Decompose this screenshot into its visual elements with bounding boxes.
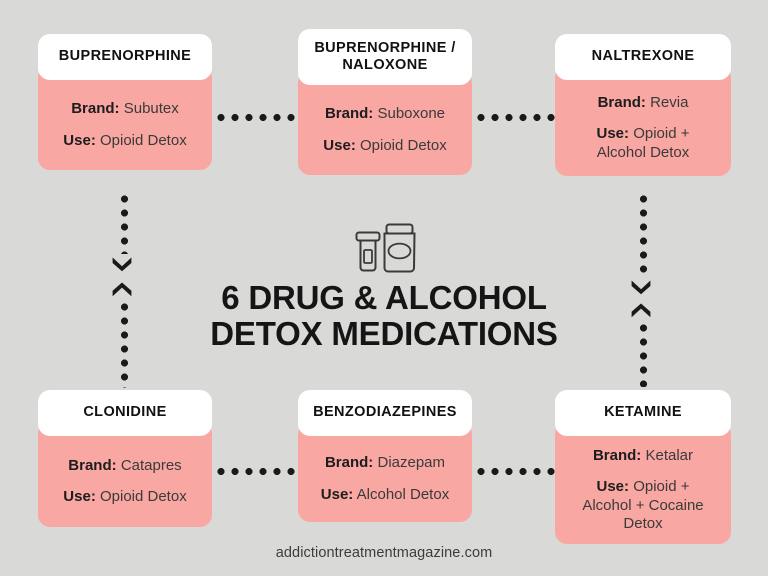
- brand-label: Brand:: [68, 456, 117, 474]
- brand-value: Subutex: [123, 100, 179, 118]
- brand-line: Brand: Revia: [598, 94, 689, 112]
- use-label: Use:: [596, 125, 630, 143]
- use-line: Use: Opioid Detox: [323, 137, 446, 155]
- footer-website: addictiontreatmentmagazine.com: [275, 545, 493, 561]
- use-line: Use: Alcohol Detox: [321, 486, 449, 504]
- use-line: Use: Opioid + Alcohol Detox: [597, 125, 690, 162]
- brand-label: Brand:: [324, 454, 374, 472]
- card-body-benzodiazepines: Brand: Diazepam Use: Alcohol Detox: [298, 422, 472, 522]
- brand-value: Revia: [650, 94, 689, 112]
- connector-bottom-middle-to-right: [474, 468, 555, 475]
- connector-top-middle-to-right: [474, 114, 555, 121]
- card-benzodiazepines: BENZODIAZEPINES Brand: Diazepam Use: Alc…: [298, 390, 472, 522]
- card-body-naltrexone: Brand: Revia Use: Opioid + Alcohol Detox: [555, 66, 731, 176]
- use-line: Use: Opioid Detox: [63, 488, 186, 506]
- use-label: Use:: [320, 485, 354, 503]
- connector-bottom-left-to-middle: [214, 468, 298, 475]
- brand-line: Brand: Ketalar: [593, 447, 693, 465]
- card-ketamine: KETAMINE Brand: Ketalar Use: Opioid + Al…: [555, 390, 731, 544]
- card-title-buprenorphine: BUPRENORPHINE: [38, 34, 212, 80]
- use-label: Use:: [596, 478, 630, 496]
- page-title: 6 DRUG & ALCOHOL DETOX MEDICATIONS: [210, 279, 558, 352]
- use-label: Use:: [63, 131, 96, 149]
- card-title-clonidine: CLONIDINE: [38, 390, 212, 436]
- brand-value: Suboxone: [377, 105, 446, 123]
- use-value: Opioid Detox: [99, 488, 187, 505]
- connector-left-column-upper-dots: [121, 192, 128, 254]
- connector-top-left-to-middle: [214, 114, 298, 121]
- card-body-clonidine: Brand: Catapres Use: Opioid Detox: [38, 422, 212, 527]
- use-label: Use:: [63, 488, 96, 505]
- use-label: Use:: [323, 136, 356, 154]
- brand-value: Diazepam: [377, 454, 446, 472]
- brand-value: Ketalar: [645, 446, 694, 464]
- card-buprenorphine-naloxone: BUPRENORPHINE / NALOXONE Brand: Suboxone…: [298, 29, 472, 175]
- brand-line: Brand: Catapres: [68, 457, 181, 475]
- card-naltrexone: NALTREXONE Brand: Revia Use: Opioid + Al…: [555, 34, 731, 176]
- connector-right-column-lower-dots: [640, 321, 647, 387]
- center-block: 6 DRUG & ALCOHOL DETOX MEDICATIONS: [0, 222, 768, 351]
- brand-line: Brand: Diazepam: [325, 454, 445, 472]
- connector-right-column-upper-dots: [640, 192, 647, 278]
- brand-label: Brand:: [324, 105, 374, 123]
- use-line: Use: Opioid + Alcohol + Cocaine Detox: [582, 478, 703, 533]
- brand-label: Brand:: [592, 446, 642, 464]
- use-value: Alcohol Detox: [356, 485, 450, 503]
- connector-left-column-lower-dots: [121, 300, 128, 388]
- card-title-ketamine: KETAMINE: [555, 390, 731, 436]
- medicine-vials-icon: [0, 222, 768, 278]
- card-buprenorphine: BUPRENORPHINE Brand: Subutex Use: Opioid…: [38, 34, 212, 170]
- brand-line: Brand: Subutex: [71, 100, 179, 118]
- card-title-benzodiazepines: BENZODIAZEPINES: [298, 390, 472, 436]
- use-value: Opioid Detox: [99, 131, 187, 149]
- use-value: Opioid + Alcohol + Cocaine Detox: [582, 478, 704, 532]
- brand-value: Catapres: [120, 456, 182, 474]
- card-clonidine: CLONIDINE Brand: Catapres Use: Opioid De…: [38, 390, 212, 527]
- card-body-buprenorphine: Brand: Subutex Use: Opioid Detox: [38, 66, 212, 170]
- card-body-buprenorphine-naloxone: Brand: Suboxone Use: Opioid Detox: [298, 71, 472, 175]
- use-line: Use: Opioid Detox: [63, 132, 186, 150]
- use-value: Opioid Detox: [359, 136, 447, 154]
- brand-label: Brand:: [71, 100, 120, 118]
- use-value: Opioid + Alcohol Detox: [596, 125, 690, 161]
- card-title-naltrexone: NALTREXONE: [555, 34, 731, 80]
- card-body-ketamine: Brand: Ketalar Use: Opioid + Alcohol + C…: [555, 422, 731, 544]
- brand-line: Brand: Suboxone: [325, 105, 445, 123]
- card-title-buprenorphine-naloxone: BUPRENORPHINE / NALOXONE: [298, 29, 472, 85]
- brand-label: Brand:: [597, 94, 646, 112]
